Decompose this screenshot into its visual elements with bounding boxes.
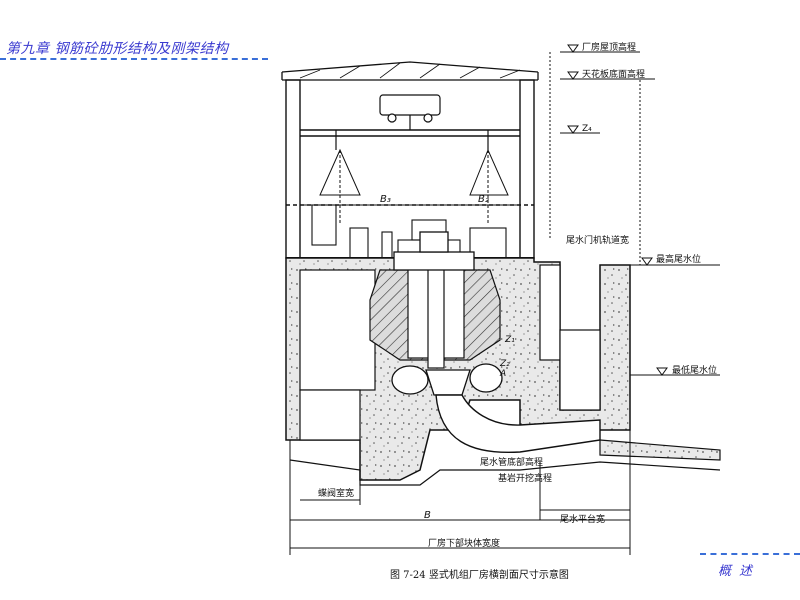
min-tailwater-label: 最低尾水位 [672,364,717,376]
generator-floor-equipment [311,204,507,259]
lower-rooms [299,264,601,441]
z1-label: Z₁ [504,335,515,345]
draft-tube-bottom-label: 尾水管底部高程 [480,456,543,468]
water-levels [630,257,720,376]
b2-label: B₂ [478,194,489,205]
b-label: B [424,510,431,521]
figure-caption: 图 7-24 竖式机组厂房横剖面尺寸示意图 [390,568,569,581]
dimension-lines [289,80,641,555]
b3-label: B₃ [380,194,391,205]
roof-truss [281,61,539,81]
bridge-crane [335,94,489,150]
max-tailwater-label: 最高尾水位 [656,253,701,265]
footer-divider [700,553,800,555]
tailrace-channel [599,439,721,461]
foundation-line [289,459,721,486]
section-label: 概述 [718,564,761,579]
crane-slings [319,148,509,225]
turbine-pit [369,267,501,369]
spiral-case [391,363,503,396]
tail-gate-track-label: 尾水门机轨道宽 [566,234,629,246]
chapter-title: 第九章 钢筋砼肋形结构及刚架结构 [6,41,229,57]
tail-platform-label: 尾水平台宽 [560,513,605,525]
a-label: A [499,369,506,379]
base-block-width-label: 厂房下部块体宽度 [428,537,500,549]
chapter-divider [0,58,268,60]
foundation-excavation-label: 基岩开挖高程 [498,472,552,484]
ceiling-elevation-label: 天花板底面高程 [582,68,645,80]
elevation-markers [549,44,655,240]
z4-label: Z₄ [582,124,592,134]
generator-unit [393,231,475,271]
roof-elevation-label: 厂房屋顶高程 [582,41,636,53]
z2-label: Z₂ [499,359,510,369]
draft-tube [435,394,601,454]
butterfly-room-label: 蝶阀室宽 [318,487,354,499]
